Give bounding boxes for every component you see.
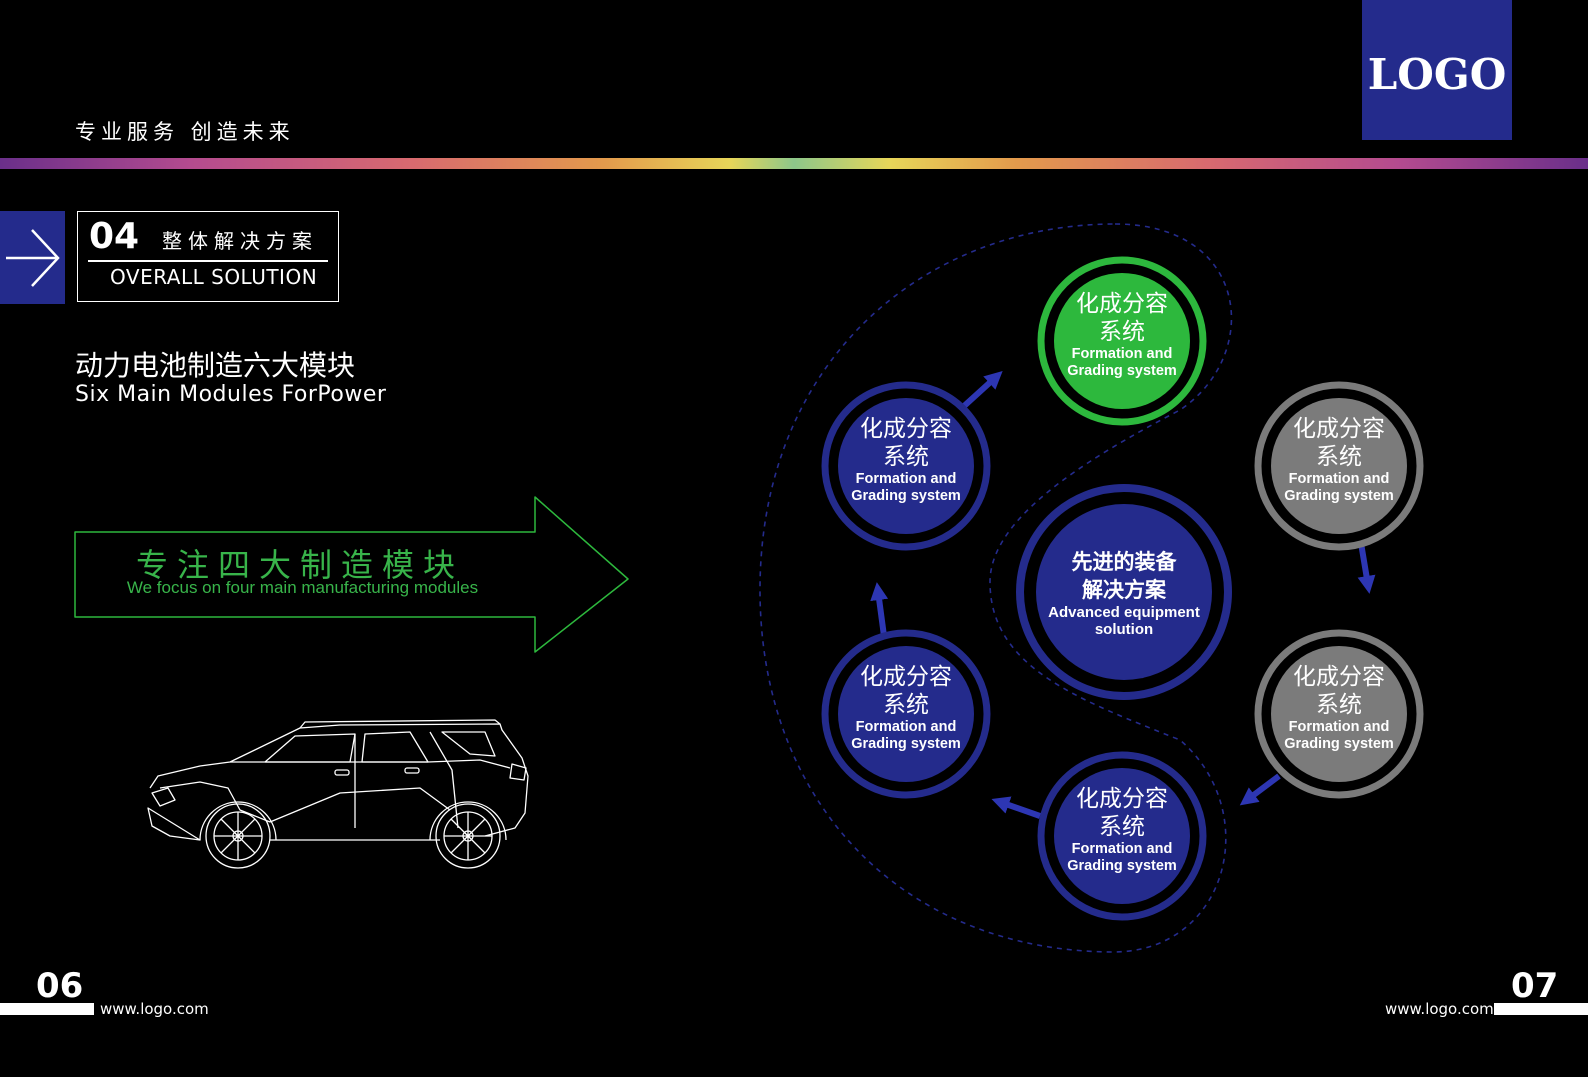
node-ring: [1037, 256, 1207, 426]
node-fill: [1271, 398, 1407, 534]
node-ring: [821, 381, 991, 551]
node-label-en: Formation and: [855, 471, 957, 487]
module-node-upper-left: 化成分容 系统 Formation and Grading system: [821, 415, 991, 505]
page-number-left: 06: [36, 966, 84, 1006]
node-ring: [821, 629, 991, 799]
section-title-en: OVERALL SOLUTION: [110, 265, 318, 289]
node-label-cn: 化成分容: [860, 664, 952, 690]
node-fill: [838, 646, 974, 782]
node-fill: [1271, 646, 1407, 782]
page-title-en: Six Main Modules ForPower: [75, 382, 387, 407]
center-node: 先进的装备 解决方案 Advanced equipment solution: [1034, 548, 1214, 638]
footer-url-right[interactable]: www.logo.com: [1385, 1000, 1494, 1018]
node-label-cn: 化成分容: [1076, 786, 1168, 812]
node-label-cn: 系统: [1099, 814, 1145, 840]
section-divider: [88, 260, 328, 262]
node-label-en: Grading system: [1284, 488, 1394, 504]
node-label-cn: 系统: [883, 692, 929, 718]
focus-title-en: We focus on four main manufacturing modu…: [126, 578, 479, 597]
node-fill: [838, 398, 974, 534]
center-label-cn: 先进的装备: [1071, 550, 1177, 574]
footer-bar-right: [1494, 1003, 1588, 1015]
logo: LOGO: [1367, 50, 1507, 99]
node-label-en: Grading system: [1067, 363, 1177, 379]
node-label-cn: 系统: [883, 444, 929, 470]
node-label-en: Grading system: [1067, 858, 1177, 874]
footer-bar-left: [0, 1003, 94, 1015]
center-fill: [1036, 504, 1212, 680]
node-ring: [1037, 751, 1207, 921]
node-fill: [1054, 273, 1190, 409]
module-node-lower-left: 化成分容 系统 Formation and Grading system: [821, 663, 991, 753]
dashed-boundary: [759, 223, 1233, 953]
cycle-arrow: [960, 370, 1003, 410]
node-label-cn: 系统: [1316, 444, 1362, 470]
section-arrow-box: [0, 211, 65, 304]
section-number: 04: [89, 216, 140, 257]
cycle-arrow: [870, 582, 889, 637]
node-label-en: Formation and: [1288, 471, 1390, 487]
node-label-cn: 化成分容: [860, 416, 952, 442]
node-label-en: Formation and: [855, 719, 957, 735]
arrow-right-icon: [6, 229, 60, 287]
node-label-cn: 化成分容: [1293, 664, 1385, 690]
cycle-arrow: [991, 796, 1041, 819]
cycle-arrow: [1239, 773, 1281, 806]
node-label-en: Grading system: [1284, 736, 1394, 752]
page-title-cn: 动力电池制造六大模块: [75, 349, 356, 382]
center-ring: [1016, 484, 1232, 700]
node-label-cn: 化成分容: [1076, 291, 1168, 317]
node-ring: [1254, 381, 1424, 551]
logo-box: LOGO: [1362, 0, 1512, 140]
node-label-en: Grading system: [851, 736, 961, 752]
section-title-cn: 整体解决方案: [162, 229, 318, 253]
node-ring: [1254, 629, 1424, 799]
focus-title-cn: 专注四大制造模块: [135, 546, 464, 584]
center-label-cn: 解决方案: [1082, 578, 1166, 602]
center-label-en: Advanced equipment: [1048, 604, 1200, 621]
center-label-en: solution: [1094, 621, 1154, 638]
section-label: 04 整体解决方案 OVERALL SOLUTION: [77, 211, 339, 302]
node-label-en: Grading system: [851, 488, 961, 504]
car-illustration: [147, 719, 529, 869]
module-node-lower-right: 化成分容 系统 Formation and Grading system: [1254, 663, 1424, 753]
node-label-en: Formation and: [1288, 719, 1390, 735]
footer-url-left[interactable]: www.logo.com: [100, 1000, 209, 1018]
rainbow-divider: [0, 158, 1588, 169]
module-node-bottom: 化成分容 系统 Formation and Grading system: [1037, 785, 1207, 875]
module-node-top: 化成分容 系统 Formation and Grading system: [1037, 290, 1207, 380]
node-label-cn: 系统: [1316, 692, 1362, 718]
node-label-en: Formation and: [1071, 841, 1173, 857]
cycle-arrow: [1357, 542, 1376, 594]
page-number-right: 07: [1511, 966, 1559, 1006]
module-node-upper-right: 化成分容 系统 Formation and Grading system: [1254, 415, 1424, 505]
node-fill: [1054, 768, 1190, 904]
node-label-cn: 系统: [1099, 319, 1145, 345]
slogan: 专业服务 创造未来: [75, 120, 295, 144]
node-label-en: Formation and: [1071, 346, 1173, 362]
node-label-cn: 化成分容: [1293, 416, 1385, 442]
